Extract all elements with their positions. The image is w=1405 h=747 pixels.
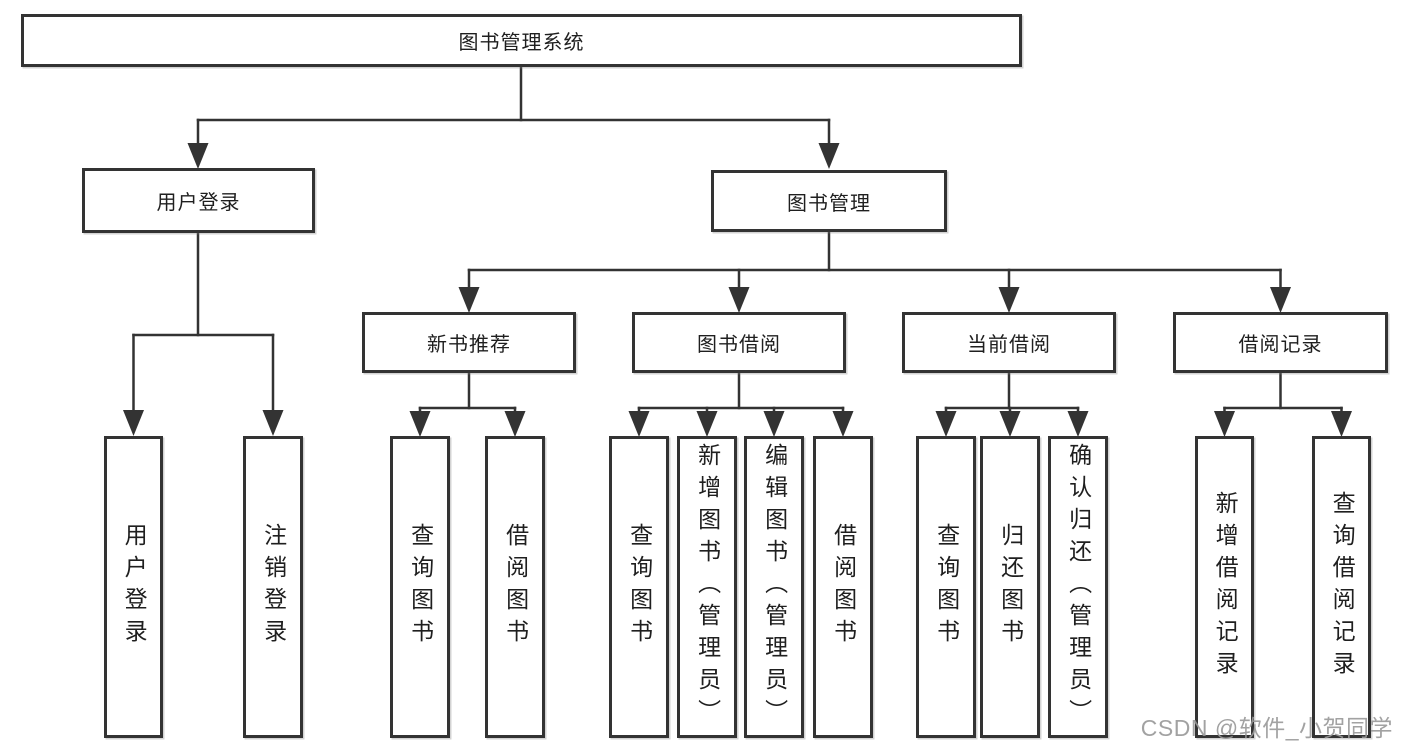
node-label: 图书管理 bbox=[787, 192, 871, 215]
arrowhead-down-icon bbox=[504, 411, 526, 437]
arrowhead-down-icon bbox=[832, 411, 854, 437]
arrowhead-down-icon bbox=[187, 143, 209, 169]
node-new-book-recommend: 新书推荐 bbox=[362, 312, 576, 373]
arrowhead-down-icon bbox=[935, 411, 957, 437]
node-root-library-system: 图书管理系统 bbox=[21, 14, 1022, 67]
node-label: 用户登录 bbox=[156, 192, 241, 214]
arrowhead-down-icon bbox=[458, 287, 480, 313]
node-label: 确认归还（管理员） bbox=[1065, 443, 1092, 731]
node-borrowing-records: 借阅记录 bbox=[1173, 312, 1388, 373]
node-label: 新增图书（管理员） bbox=[694, 443, 721, 731]
arrowhead-down-icon bbox=[818, 143, 840, 169]
leaf-add-borrow-record: 新增借阅记录 bbox=[1195, 436, 1254, 738]
node-book-management: 图书管理 bbox=[711, 170, 947, 232]
leaf-query-books-under-recommend: 查询图书 bbox=[390, 436, 450, 738]
arrowhead-down-icon bbox=[123, 410, 144, 436]
node-label: 当前借阅 bbox=[967, 334, 1051, 356]
node-label: 新书推荐 bbox=[427, 334, 511, 356]
leaf-logout: 注销登录 bbox=[243, 436, 303, 738]
arrowhead-down-icon bbox=[999, 411, 1021, 437]
arrowhead-down-icon bbox=[1214, 411, 1235, 437]
arrowhead-down-icon bbox=[763, 411, 785, 437]
arrowhead-down-icon bbox=[728, 287, 750, 313]
node-label: 借阅图书 bbox=[502, 523, 529, 651]
leaf-add-books-admin: 新增图书（管理员） bbox=[677, 436, 737, 738]
csdn-watermark: CSDN @软件_小贺同学 bbox=[1140, 715, 1393, 741]
leaf-borrow-books-under-recommend: 借阅图书 bbox=[485, 436, 545, 738]
leaf-query-books-under-borrowing: 查询图书 bbox=[609, 436, 669, 738]
arrowhead-down-icon bbox=[628, 411, 650, 437]
node-label: 图书管理系统 bbox=[458, 32, 585, 54]
node-label: 借阅图书 bbox=[830, 523, 857, 651]
arrowhead-down-icon bbox=[262, 410, 284, 436]
leaf-edit-books-admin: 编辑图书（管理员） bbox=[744, 436, 804, 738]
node-label: 借阅记录 bbox=[1238, 334, 1323, 356]
leaf-user-login: 用户登录 bbox=[104, 436, 163, 738]
node-label: 查询图书 bbox=[933, 523, 960, 651]
node-label: 查询借阅记录 bbox=[1329, 491, 1356, 683]
node-current-borrowing: 当前借阅 bbox=[902, 312, 1116, 373]
arrowhead-down-icon bbox=[1331, 411, 1352, 437]
arrowhead-down-icon bbox=[1270, 287, 1291, 313]
arrowhead-down-icon bbox=[998, 287, 1020, 313]
arrowhead-down-icon bbox=[696, 411, 718, 437]
leaf-borrow-books-under-borrowing: 借阅图书 bbox=[813, 436, 873, 738]
node-label: 查询图书 bbox=[626, 523, 653, 651]
node-label: 新增借阅记录 bbox=[1212, 491, 1239, 683]
leaf-confirm-return-admin: 确认归还（管理员） bbox=[1048, 436, 1108, 738]
node-label: 用户登录 bbox=[121, 523, 148, 651]
node-label: 编辑图书（管理员） bbox=[761, 443, 788, 731]
node-user-login: 用户登录 bbox=[82, 168, 315, 233]
leaf-query-borrow-record: 查询借阅记录 bbox=[1312, 436, 1371, 738]
node-label: 注销登录 bbox=[260, 523, 287, 651]
node-label: 归还图书 bbox=[997, 523, 1024, 651]
node-label: 查询图书 bbox=[407, 523, 434, 651]
leaf-query-books-under-current: 查询图书 bbox=[916, 436, 976, 738]
arrowhead-down-icon bbox=[1067, 411, 1089, 437]
arrowhead-down-icon bbox=[409, 411, 431, 437]
leaf-return-books: 归还图书 bbox=[980, 436, 1040, 738]
node-book-borrowing: 图书借阅 bbox=[632, 312, 846, 373]
node-label: 图书借阅 bbox=[697, 334, 781, 356]
